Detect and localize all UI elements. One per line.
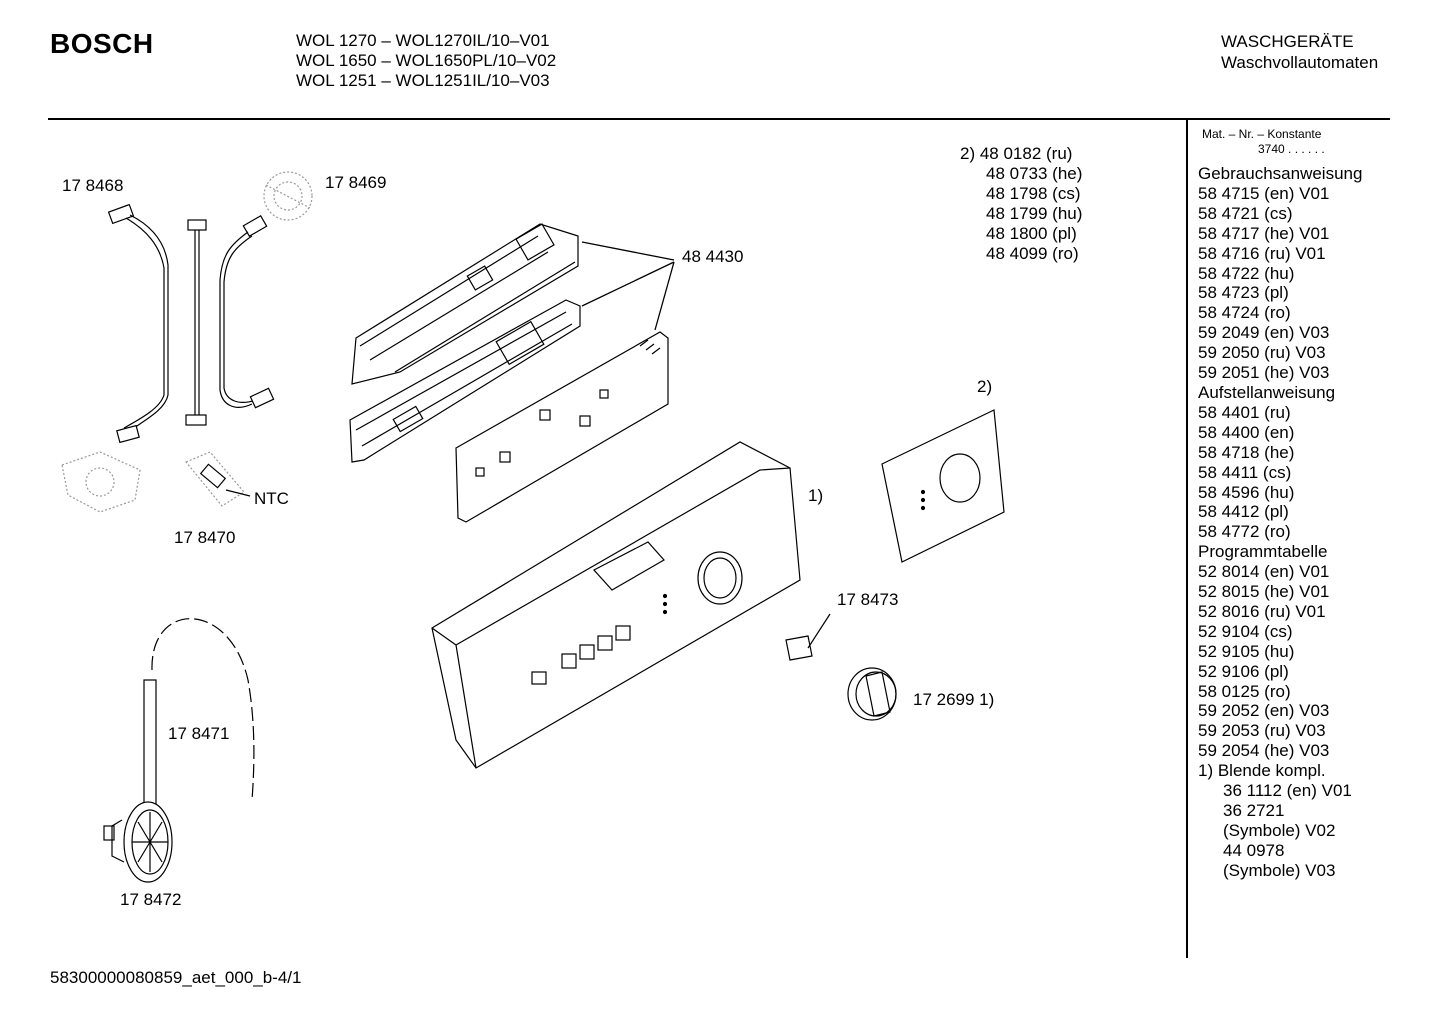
document-list-item: 59 2049 (en) V03 bbox=[1198, 323, 1330, 343]
material-value: 3740 . . . . . . bbox=[1258, 142, 1325, 156]
exploded-view-drawing bbox=[61, 171, 1005, 883]
document-list-item: 58 4721 (cs) bbox=[1198, 203, 1293, 223]
sensor-housing bbox=[61, 451, 141, 513]
document-list-item: 58 4400 (en) bbox=[1198, 422, 1295, 442]
part-label-178473: 17 8473 bbox=[837, 590, 899, 609]
document-list-item: Programmtabelle bbox=[1198, 542, 1328, 562]
control-housing-bottom bbox=[349, 299, 581, 463]
document-list-item: 59 2054 (he) V03 bbox=[1198, 741, 1330, 761]
document-list-item: Aufstellanweisung bbox=[1198, 382, 1336, 402]
document-list-item: 59 2050 (ru) V03 bbox=[1198, 343, 1326, 363]
connector-178469 bbox=[263, 171, 313, 221]
model-line: WOL 1270 – WOL1270IL/10–V01 bbox=[296, 31, 550, 50]
document-list-item: 58 4716 (ru) V01 bbox=[1198, 243, 1326, 263]
document-list-item: 59 2051 (he) V03 bbox=[1198, 363, 1330, 383]
category-line: WASCHGERÄTE bbox=[1221, 32, 1354, 51]
document-list-item: 1) Blende kompl. bbox=[1198, 761, 1326, 781]
footnote-item: 48 1800 (pl) bbox=[986, 224, 1077, 243]
document-list-item: 52 9106 (pl) bbox=[1198, 661, 1289, 681]
model-line: WOL 1251 – WOL1251IL/10–V03 bbox=[296, 71, 550, 90]
part-label-484430: 48 4430 bbox=[682, 247, 744, 266]
part-label-178470: 17 8470 bbox=[174, 528, 236, 547]
footnote-item: 2) 48 0182 (ru) bbox=[960, 144, 1073, 163]
document-list-item: 58 4723 (pl) bbox=[1198, 283, 1289, 303]
document-list-item: 58 4596 (hu) bbox=[1198, 482, 1295, 502]
ntc-sensor bbox=[185, 451, 251, 507]
document-list-item: 44 0978 bbox=[1223, 840, 1285, 860]
document-list-item: Gebrauchsanweisung bbox=[1198, 164, 1363, 183]
part-label-178471: 17 8471 bbox=[168, 724, 230, 743]
document-list-item: 58 4718 (he) bbox=[1198, 442, 1295, 462]
footnote-marker-1: 1) bbox=[808, 486, 824, 505]
document-list-item: (Symbole) V03 bbox=[1223, 860, 1336, 880]
material-label: Mat. – Nr. – Konstante bbox=[1202, 127, 1322, 141]
document-list-item: 36 1112 (en) V01 bbox=[1223, 781, 1352, 801]
document-list-item: 58 4715 (en) V01 bbox=[1198, 183, 1330, 203]
footnote-item: 48 1798 (cs) bbox=[986, 184, 1081, 203]
document-list-item: 36 2721 bbox=[1223, 801, 1285, 820]
document-list-item: 58 4724 (ro) bbox=[1198, 303, 1291, 323]
document-list-item: 58 4411 (cs) bbox=[1198, 462, 1292, 482]
part-label-ntc: NTC bbox=[254, 489, 289, 508]
model-list: WOL 1270 – WOL1270IL/10–V01 WOL 1650 – W… bbox=[296, 31, 556, 91]
category: WASCHGERÄTE Waschvollautomaten bbox=[1221, 31, 1378, 73]
footnote-2-list: 2) 48 0182 (ru)48 0733 (he)48 1798 (cs)4… bbox=[960, 144, 1082, 264]
material-constant: Mat. – Nr. – Konstante 3740 . . . . . . bbox=[1202, 127, 1325, 157]
knob-172699 bbox=[847, 667, 897, 721]
sidebar-divider bbox=[1186, 120, 1188, 958]
document-list-item: 58 4722 (hu) bbox=[1198, 263, 1295, 283]
document-list-item: 52 9105 (hu) bbox=[1198, 641, 1295, 661]
wire-harness-178468 bbox=[107, 203, 275, 444]
header-divider bbox=[48, 118, 1390, 120]
part-label-178468: 17 8468 bbox=[62, 176, 124, 195]
circuit-board bbox=[455, 331, 669, 523]
document-list-item: 58 4717 (he) V01 bbox=[1198, 223, 1330, 243]
brand-logo: BOSCH bbox=[50, 28, 154, 59]
document-list-item: 59 2052 (en) V03 bbox=[1198, 701, 1330, 721]
document-list-item: 58 4772 (ro) bbox=[1198, 522, 1291, 542]
document-list-item: 52 8016 (ru) V01 bbox=[1198, 601, 1326, 621]
document-list-item: 52 9104 (cs) bbox=[1198, 621, 1293, 641]
document-list-item: (Symbole) V02 bbox=[1223, 820, 1336, 840]
footnote-item: 48 4099 (ro) bbox=[986, 244, 1079, 263]
footnote-item: 48 0733 (he) bbox=[986, 164, 1083, 183]
category-line: Waschvollautomaten bbox=[1221, 53, 1379, 72]
pressure-hose bbox=[143, 618, 255, 807]
part-label-178472: 17 8472 bbox=[120, 890, 182, 909]
fascia-panel bbox=[431, 441, 801, 769]
document-id: 58300000080859_aet_000_b-4/1 bbox=[50, 968, 302, 987]
document-list-item: 58 4401 (ru) bbox=[1198, 402, 1291, 422]
overlay-plate bbox=[881, 409, 1005, 563]
part-label-172699: 17 2699 1) bbox=[913, 690, 995, 709]
pressure-switch-178472 bbox=[103, 801, 173, 883]
document-list-item: 52 8015 (he) V01 bbox=[1198, 582, 1330, 602]
model-line: WOL 1650 – WOL1650PL/10–V02 bbox=[296, 51, 557, 70]
spring-178473 bbox=[785, 613, 831, 661]
document-list-item: 52 8014 (en) V01 bbox=[1198, 562, 1330, 582]
footnote-marker-2: 2) bbox=[977, 377, 993, 396]
document-list-item: 58 4412 (pl) bbox=[1198, 502, 1289, 522]
document-list-item: 59 2053 (ru) V03 bbox=[1198, 721, 1326, 741]
part-label-178469: 17 8469 bbox=[325, 173, 387, 192]
leader-lines-484430 bbox=[581, 241, 675, 331]
document-list-item: 58 0125 (ro) bbox=[1198, 681, 1291, 701]
control-housing-top bbox=[351, 223, 579, 385]
footnote-item: 48 1799 (hu) bbox=[986, 204, 1083, 223]
